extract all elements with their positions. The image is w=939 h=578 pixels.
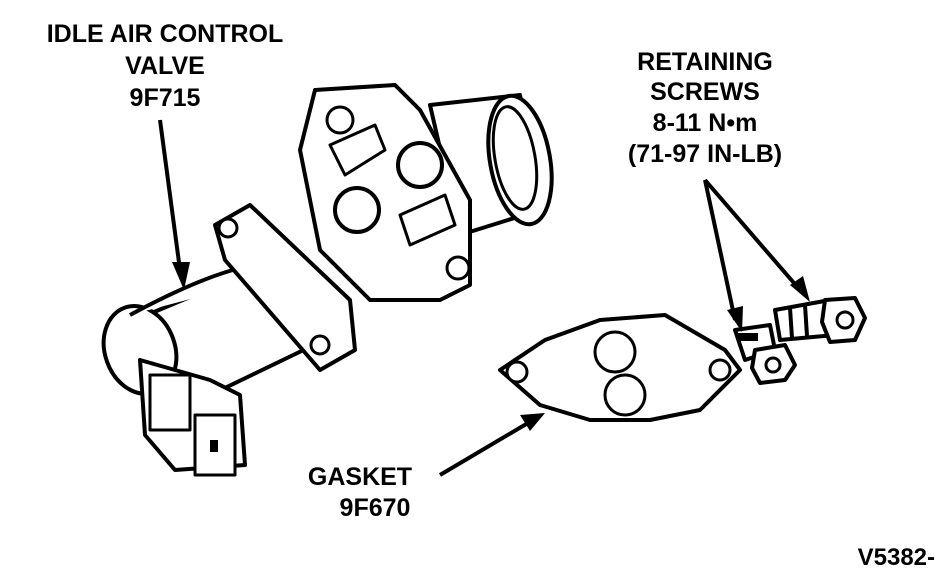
valve-outlet-tube [428, 93, 554, 237]
valve-label: IDLE AIR CONTROL VALVE 9F715 [47, 20, 284, 112]
idle-air-control-valve [101, 83, 554, 477]
screws-label: RETAINING SCREWS 8-11 N•m (71-97 IN-LB) [628, 48, 782, 168]
gasket [498, 313, 742, 422]
valve-label-line2: VALVE [125, 52, 205, 80]
gasket-label-line1: GASKET [308, 463, 412, 491]
screws-label-line2: SCREWS [650, 78, 760, 106]
retaining-screws [733, 296, 867, 385]
valve-flange [213, 203, 357, 372]
screws-torque-nm: 8-11 N•m [653, 109, 758, 137]
retaining-screw [773, 296, 867, 344]
screws-torque-inlb: (71-97 IN-LB) [628, 140, 782, 168]
valve-part-number: 9F715 [130, 84, 201, 112]
valve-label-line1: IDLE AIR CONTROL [47, 20, 284, 48]
gasket-part-number: 9F670 [340, 494, 411, 522]
valve-mounting-plate [298, 83, 472, 302]
gasket-label: GASKET 9F670 [308, 463, 412, 522]
figure-reference: V5382- [858, 544, 935, 571]
electrical-connector [138, 358, 247, 477]
leader-lines [158, 119, 810, 477]
retaining-screw [733, 323, 797, 385]
screws-label-line1: RETAINING [637, 48, 773, 76]
